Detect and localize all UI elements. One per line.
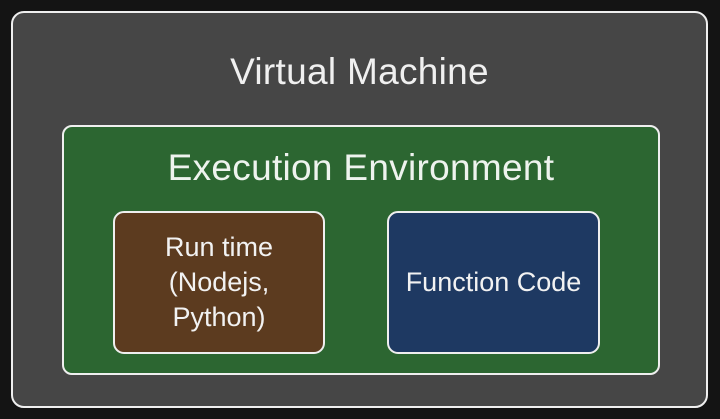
- runtime-label: Run time (Nodejs, Python): [165, 230, 273, 335]
- function-code-box: Function Code: [387, 211, 600, 354]
- execution-environment-label: Execution Environment: [167, 147, 555, 188]
- runtime-label-line-2: (Nodejs,: [168, 267, 270, 297]
- runtime-box: Run time (Nodejs, Python): [113, 211, 325, 354]
- function-code-label: Function Code: [405, 267, 582, 297]
- runtime-label-line-1: Run time: [164, 232, 274, 262]
- virtual-machine-label: Virtual Machine: [230, 51, 489, 92]
- runtime-label-line-3: Python): [172, 302, 266, 332]
